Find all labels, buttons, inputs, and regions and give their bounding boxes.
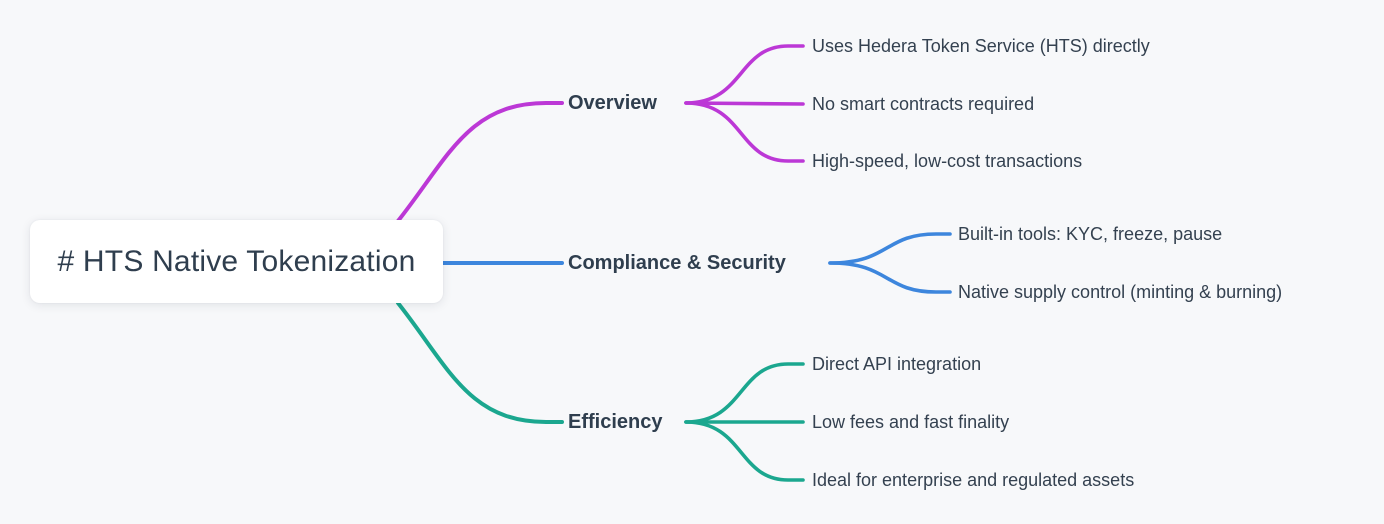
leaf-compliance-child-2[interactable]: Native supply control (minting & burning… xyxy=(958,282,1283,302)
root-node[interactable]: # HTS Native Tokenization xyxy=(30,220,443,303)
leaf-efficiency-child-2[interactable]: Low fees and fast finality xyxy=(812,412,1010,432)
branch-label-overview[interactable]: Overview xyxy=(568,92,657,114)
link-root-to-efficiency xyxy=(396,301,564,424)
branch-label-compliance-security[interactable]: Compliance & Security xyxy=(568,252,786,274)
branch-label-efficiency[interactable]: Efficiency xyxy=(568,411,663,433)
leaf-efficiency-child-1[interactable]: Direct API integration xyxy=(812,354,982,374)
link-efficiency-child-3 xyxy=(684,420,805,482)
link-root-to-overview xyxy=(396,101,564,223)
root-label: # HTS Native Tokenization xyxy=(57,244,416,278)
leaf-compliance-child-1[interactable]: Built-in tools: KYC, freeze, pause xyxy=(958,224,1223,244)
link-overview-child-3 xyxy=(684,101,805,163)
link-overview-child-1 xyxy=(684,44,805,105)
leaf-overview-child-1[interactable]: Uses Hedera Token Service (HTS) directly xyxy=(812,36,1150,56)
link-overview-child-2 xyxy=(684,101,805,106)
leaf-overview-child-3[interactable]: High-speed, low-cost transactions xyxy=(812,151,1083,171)
link-compliance-child-2 xyxy=(828,261,952,294)
link-compliance-child-1 xyxy=(828,232,952,265)
link-efficiency-child-1 xyxy=(684,362,805,424)
leaf-efficiency-child-3[interactable]: Ideal for enterprise and regulated asset… xyxy=(812,470,1135,490)
leaf-overview-child-2[interactable]: No smart contracts required xyxy=(812,94,1035,114)
